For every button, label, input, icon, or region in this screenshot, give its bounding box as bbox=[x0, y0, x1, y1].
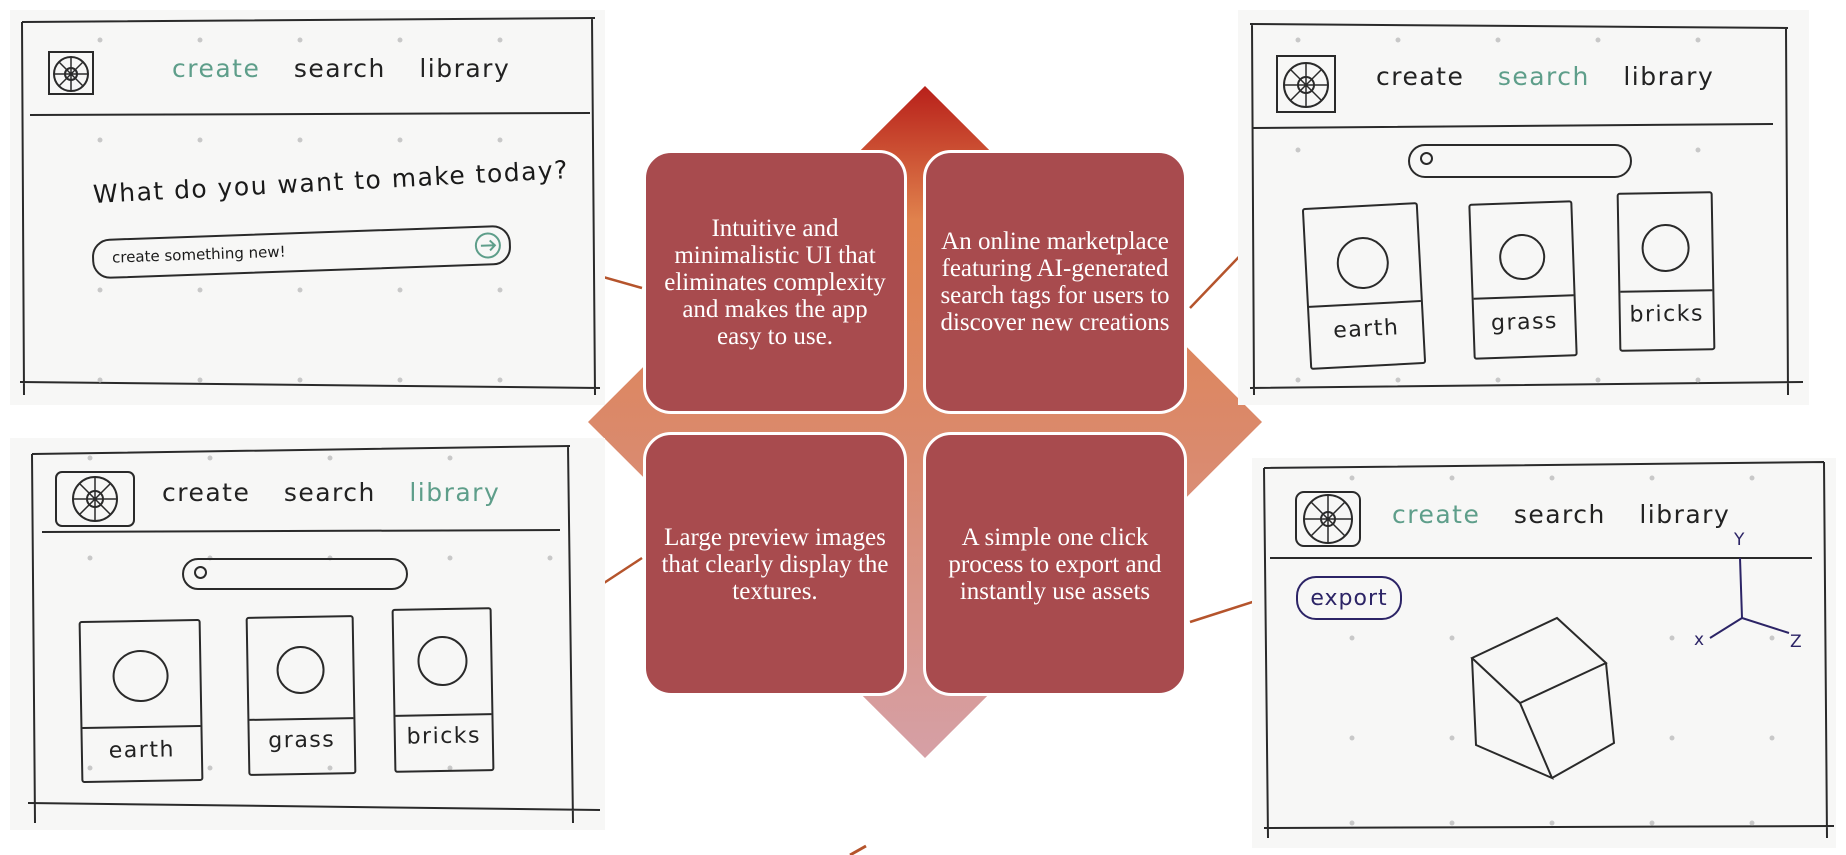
globe-logo-icon bbox=[1295, 491, 1361, 547]
export-button[interactable]: export bbox=[1296, 576, 1402, 620]
cube-icon bbox=[1470, 616, 1616, 780]
nav-create[interactable]: create bbox=[162, 478, 251, 507]
search-input[interactable] bbox=[1408, 144, 1632, 178]
search-input[interactable] bbox=[182, 558, 408, 590]
search-card-earth[interactable]: earth bbox=[1301, 202, 1427, 370]
preview-circle-icon bbox=[417, 635, 468, 687]
globe-logo-icon bbox=[1276, 55, 1336, 113]
nav-library[interactable]: library bbox=[1623, 62, 1715, 91]
nav-search[interactable]: search bbox=[1497, 62, 1590, 91]
card-divider bbox=[249, 717, 354, 721]
preview-circle-icon bbox=[276, 645, 325, 695]
box-export-process-text: A simple one click process to export and… bbox=[923, 432, 1187, 696]
search-card-grass[interactable]: grass bbox=[1468, 200, 1578, 360]
preview-circle-icon bbox=[1641, 223, 1691, 273]
axis-x-label: x bbox=[1694, 630, 1705, 650]
box-preview-images-text: Large preview images that clearly displa… bbox=[643, 432, 907, 696]
card-divider bbox=[395, 713, 492, 717]
axis-z-label: Z bbox=[1790, 632, 1802, 652]
nav-create[interactable]: create bbox=[1392, 500, 1481, 529]
card-divider bbox=[1473, 294, 1574, 300]
arrow-stub-bottom bbox=[849, 844, 867, 855]
library-card-earth[interactable]: earth bbox=[78, 618, 204, 784]
library-nav: create search library bbox=[162, 478, 524, 507]
card-label: grass bbox=[1490, 308, 1559, 337]
sketch-library-screen: create search library earth grass bricks bbox=[10, 438, 605, 830]
arrow-right-icon[interactable] bbox=[472, 230, 503, 261]
sketch-create-screen: create search library What do you want t… bbox=[10, 10, 605, 405]
box-marketplace: An online marketplace featuring AI-gener… bbox=[923, 150, 1187, 414]
nav-search[interactable]: search bbox=[293, 54, 386, 83]
box-marketplace-text: An online marketplace featuring AI-gener… bbox=[923, 150, 1187, 414]
nav-library[interactable]: library bbox=[1639, 500, 1731, 529]
preview-circle-icon bbox=[1335, 235, 1391, 291]
card-label: earth bbox=[108, 737, 176, 764]
globe-logo-icon bbox=[55, 471, 135, 527]
library-card-grass[interactable]: grass bbox=[245, 615, 357, 776]
axis-y-label: Y bbox=[1734, 530, 1745, 550]
axis-gizmo-icon bbox=[1709, 557, 1790, 639]
search-icon bbox=[194, 566, 207, 579]
export-button-label: export bbox=[1310, 585, 1388, 611]
nav-library[interactable]: library bbox=[419, 54, 511, 83]
search-icon bbox=[1420, 152, 1433, 165]
box-intuitive-ui: Intuitive and minimalistic UI that elimi… bbox=[643, 150, 907, 414]
card-label: bricks bbox=[1629, 301, 1705, 328]
library-card-bricks[interactable]: bricks bbox=[391, 607, 495, 773]
preview-circle-icon bbox=[1498, 233, 1546, 281]
card-label: bricks bbox=[406, 723, 482, 750]
box-export-process: A simple one click process to export and… bbox=[923, 432, 1187, 696]
create-input[interactable]: create something new! bbox=[91, 224, 512, 280]
globe-logo-icon bbox=[48, 51, 94, 95]
sketch-search-frame bbox=[1249, 23, 1804, 396]
search-nav: create search library bbox=[1376, 62, 1738, 91]
card-label: grass bbox=[268, 727, 336, 754]
sketch-create-frame bbox=[19, 17, 601, 396]
nav-library[interactable]: library bbox=[409, 478, 501, 507]
card-divider bbox=[1308, 300, 1421, 308]
create-nav: create search library bbox=[172, 54, 534, 83]
nav-search[interactable]: search bbox=[1513, 500, 1606, 529]
box-preview-images: Large preview images that clearly displa… bbox=[643, 432, 907, 696]
sketch-search-screen: create search library earth grass bricks bbox=[1238, 10, 1809, 405]
create-input-placeholder: create something new! bbox=[111, 242, 286, 267]
preview-circle-icon bbox=[112, 649, 170, 703]
nav-search[interactable]: search bbox=[283, 478, 376, 507]
sketch-export-frame bbox=[1263, 461, 1835, 839]
nav-create[interactable]: create bbox=[1376, 62, 1465, 91]
box-intuitive-ui-text: Intuitive and minimalistic UI that elimi… bbox=[643, 150, 907, 414]
card-label: earth bbox=[1332, 315, 1400, 344]
search-card-bricks[interactable]: bricks bbox=[1616, 191, 1716, 352]
nav-create[interactable]: create bbox=[172, 54, 261, 83]
card-divider bbox=[82, 724, 201, 730]
card-divider bbox=[1620, 289, 1713, 293]
sketch-export-screen: create search library export Y x Z bbox=[1252, 458, 1836, 848]
export-nav: create search library bbox=[1392, 500, 1754, 529]
